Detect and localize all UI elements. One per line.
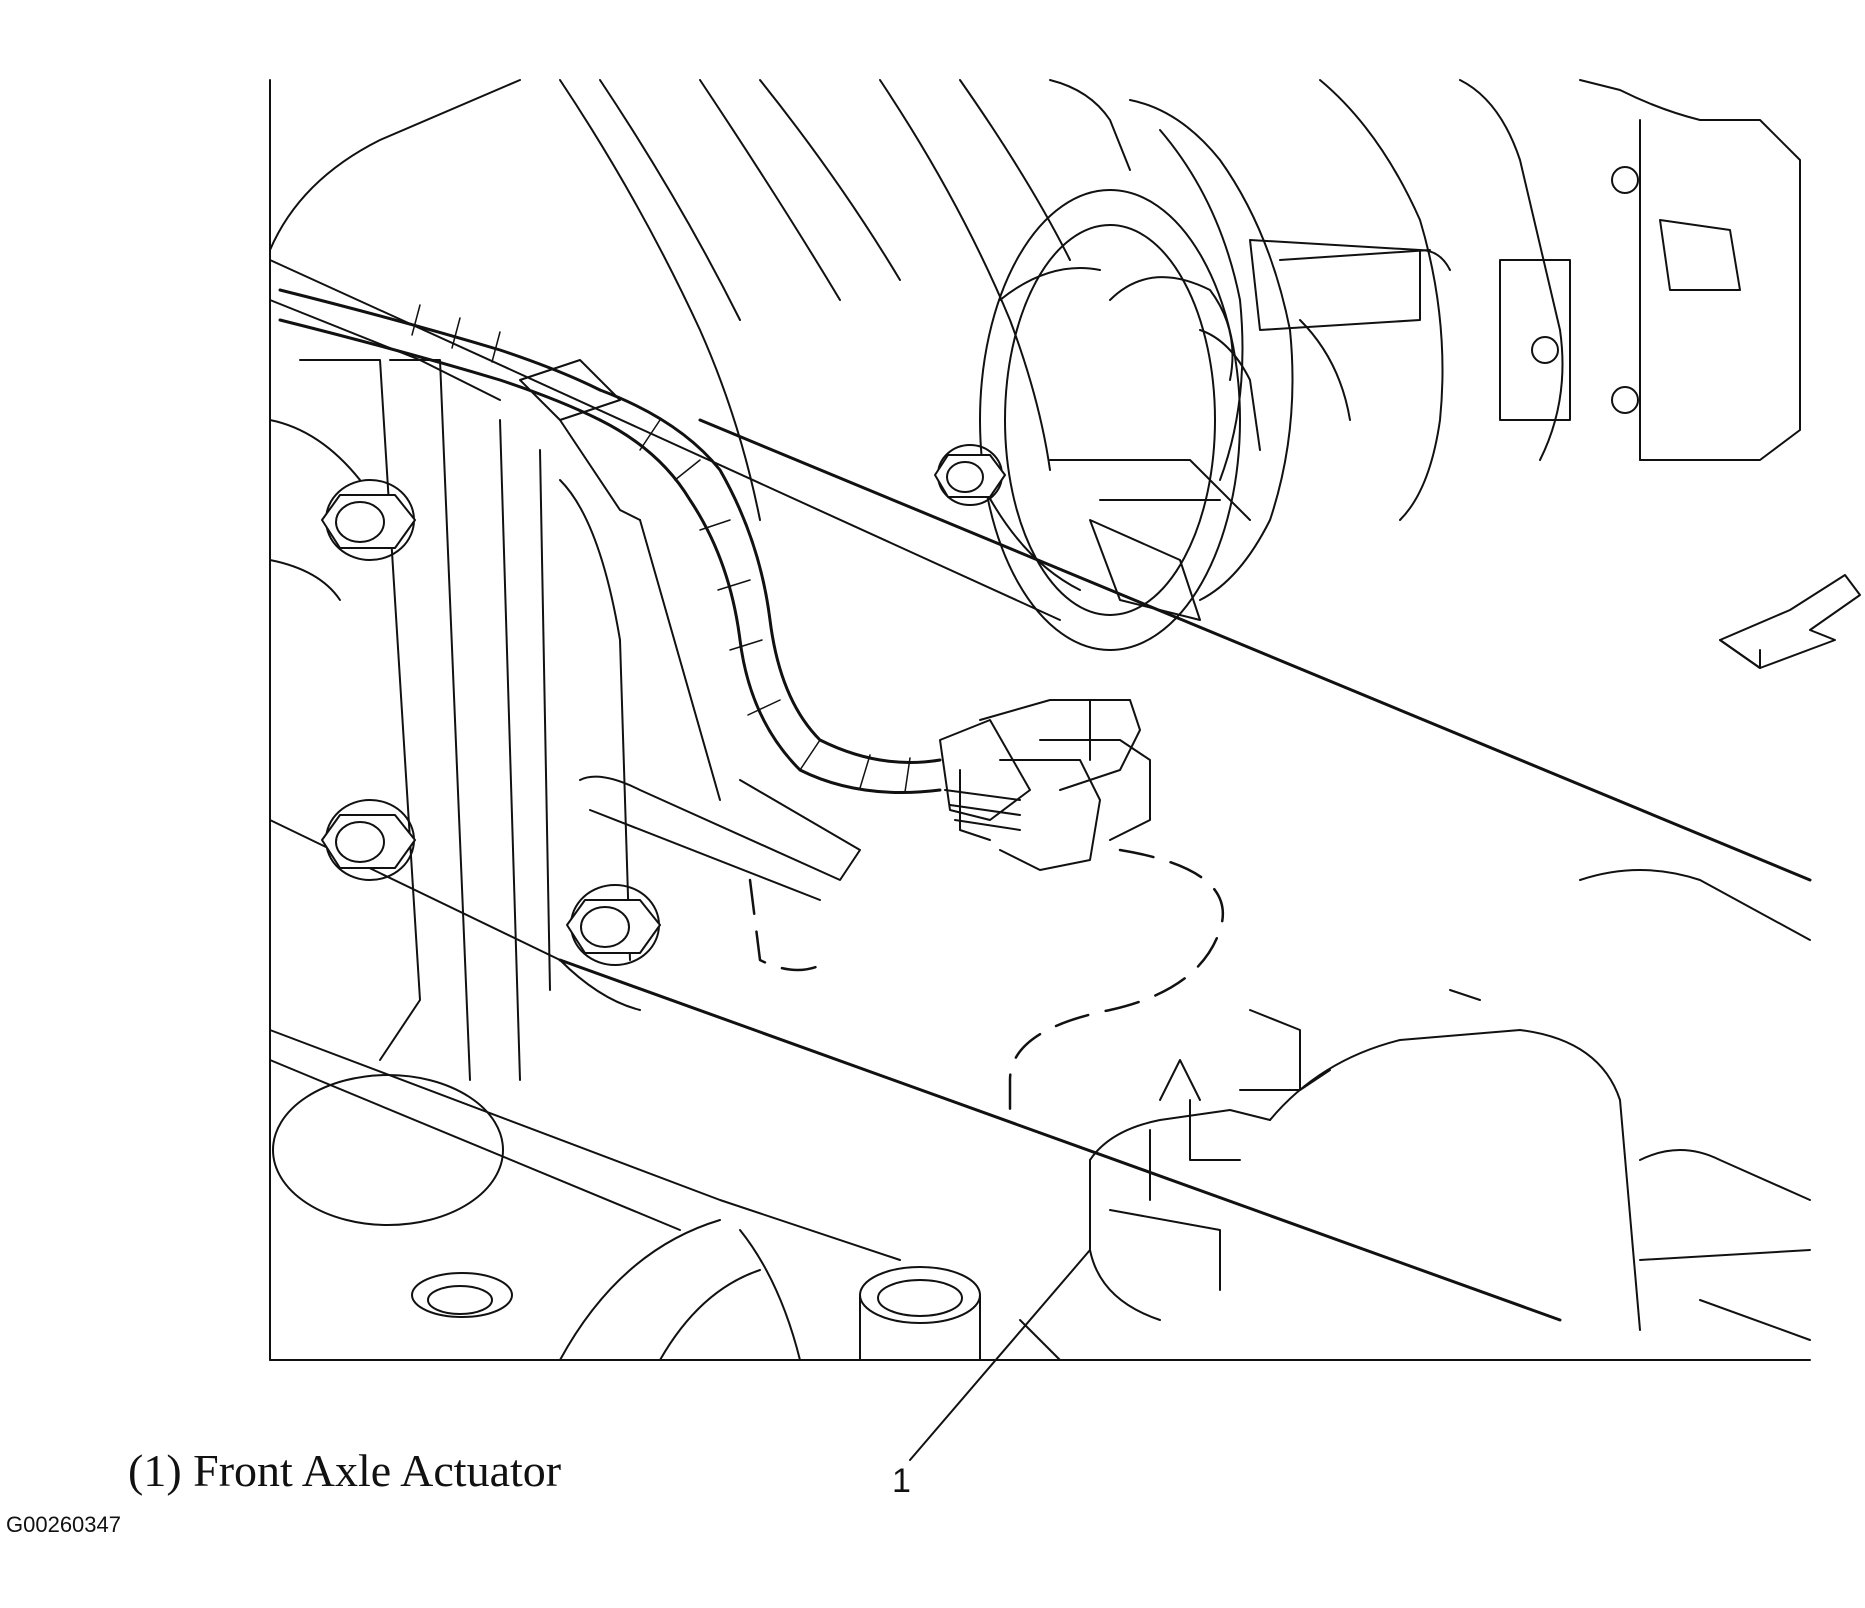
- front-axle-actuator: [1089, 989, 1811, 1341]
- figure-caption: (1) Front Axle Actuator: [128, 1445, 562, 1496]
- wiring-harness: [278, 288, 942, 801]
- bolt-upper-right: [934, 444, 1006, 506]
- callout-1-leader-line: [909, 1249, 1091, 1461]
- harness-connector: [939, 699, 1151, 871]
- drawing-frame: [269, 79, 1811, 1361]
- bolt-lower: [566, 884, 661, 966]
- callout-number-1: 1: [892, 1462, 911, 1500]
- mounting-bracket: [269, 259, 1061, 1081]
- bracket-dashed-line: [748, 878, 832, 972]
- bolt-upper: [321, 479, 416, 561]
- bolt-middle: [321, 799, 416, 881]
- lower-housing: [272, 1074, 1061, 1361]
- output-flange: [979, 189, 1251, 651]
- figure-id: G00260347: [6, 1512, 121, 1537]
- connector-routing-dashed-line: [1008, 848, 1225, 1122]
- front-axle-tube: [269, 418, 1812, 1322]
- transfer-case-housing: [269, 79, 1801, 601]
- front-direction-arrow-icon: [1719, 574, 1861, 669]
